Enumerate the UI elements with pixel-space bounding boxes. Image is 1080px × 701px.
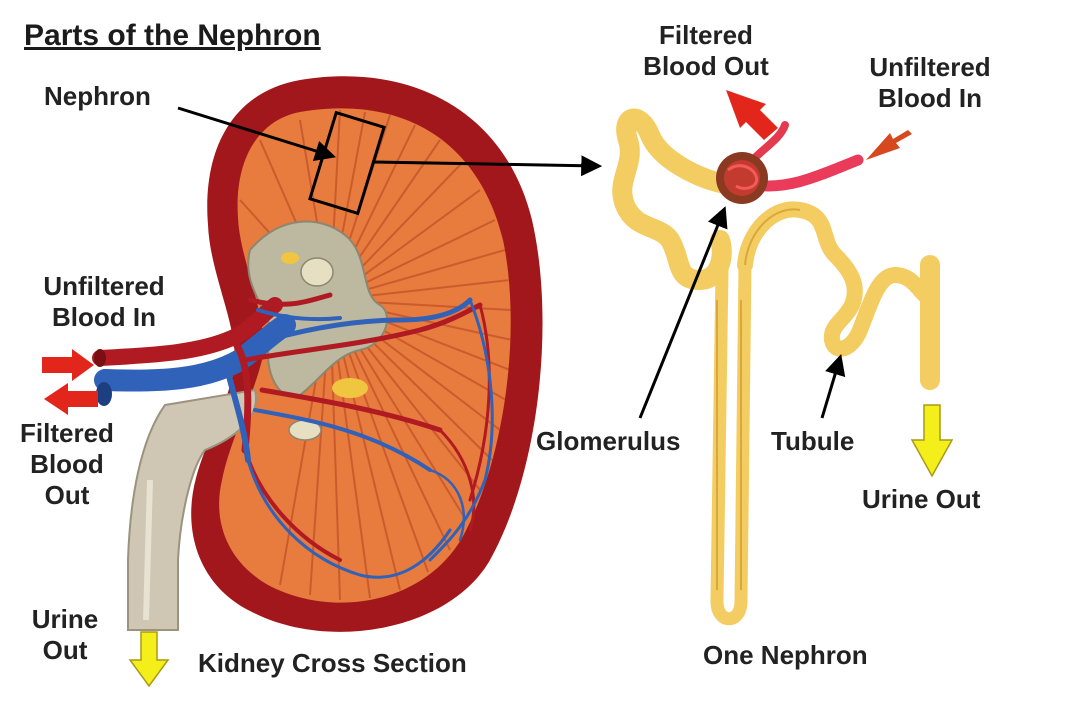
nephron-filtered-blood-out-label: Filtered Blood Out (643, 20, 769, 81)
blood-vessel-branches (225, 292, 494, 579)
tubule-shading (716, 208, 801, 590)
loop-of-henle (710, 258, 752, 626)
renal-vein (94, 314, 296, 392)
nephron-urine-out-arrow (910, 404, 954, 478)
tubule-pointer-line (820, 353, 846, 419)
kidney-illustration (92, 76, 543, 632)
nephron-label: Nephron (44, 81, 151, 111)
tubule-label: Tubule (771, 426, 855, 456)
kidney-unfiltered-blood-in-label: Unfiltered Blood In (43, 271, 165, 332)
kidney-filtered-out-arrow (44, 383, 98, 415)
nephron-urine-out-label: Urine Out (862, 484, 981, 514)
distal-tubule (737, 201, 938, 357)
diagram-title: Parts of the Nephron (24, 19, 321, 52)
nephron-unfiltered-in-arrow (866, 130, 912, 160)
glomerulus-label: Glomerulus (536, 426, 681, 456)
kidney-filtered-blood-out-label: Filtered Blood Out (20, 418, 114, 510)
proximal-tubule (612, 108, 740, 290)
afferent-arteriole (749, 154, 864, 192)
kidney-urine-out-label: Urine Out (31, 604, 99, 665)
one-nephron-caption: One Nephron (703, 640, 868, 670)
nephron-illustration (612, 108, 940, 626)
renal-artery (92, 297, 283, 366)
nephron-filtered-out-arrow (726, 90, 778, 140)
glomerulus-pointer-line (638, 206, 728, 419)
kidney-urine-out-arrow (128, 631, 170, 688)
nephron-pointer-line (177, 106, 337, 162)
kidney-cross-section-caption: Kidney Cross Section (198, 648, 467, 678)
kidney-unfiltered-in-arrow (42, 349, 94, 381)
nephron-unfiltered-blood-in-label: Unfiltered Blood In (869, 52, 991, 113)
zoom-pointer-line (371, 155, 603, 177)
